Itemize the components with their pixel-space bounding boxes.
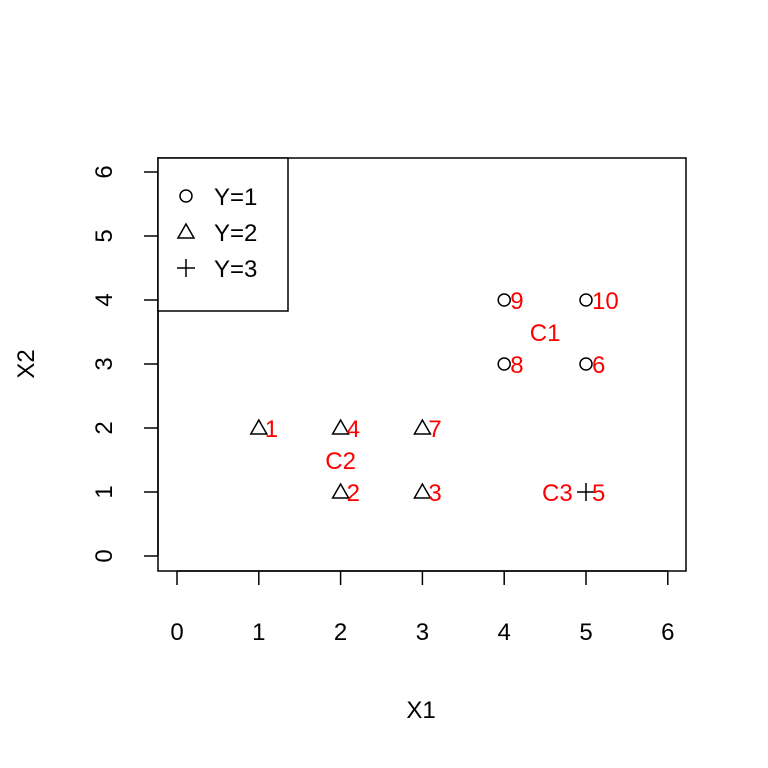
point-label: 8	[510, 352, 523, 379]
data-point-plus	[577, 483, 595, 501]
point-label: 9	[510, 288, 523, 315]
y-tick-label: 0	[91, 549, 118, 562]
x-tick-label: 6	[661, 619, 674, 646]
y-tick-label: 2	[91, 421, 118, 434]
legend-label: Y=1	[214, 184, 257, 211]
x-axis: 0 1 2 3 4 5 6	[170, 570, 674, 646]
point-label: 7	[428, 416, 441, 443]
data-point-circle	[497, 357, 511, 371]
x-tick-label: 0	[170, 619, 183, 646]
point-label: 1	[265, 416, 278, 443]
point-label: 3	[428, 480, 441, 507]
y-tick-label: 4	[91, 293, 118, 306]
data-point-triangle	[413, 418, 432, 435]
data-point-triangle	[249, 418, 269, 435]
data-point-circle	[497, 293, 511, 307]
x-axis-title: X1	[406, 697, 435, 724]
y-tick-label: 5	[91, 229, 118, 242]
x-tick-label: 3	[416, 619, 429, 646]
point-label: 2	[347, 480, 360, 507]
y-tick-label: 1	[91, 485, 118, 498]
data-point-triangle	[331, 418, 350, 435]
x-tick-label: 4	[498, 619, 511, 646]
cluster-annotation: C1	[530, 320, 561, 347]
data-point-circle	[579, 293, 593, 307]
x-tick-label: 1	[252, 619, 265, 646]
cluster-annotation: C3	[542, 480, 573, 507]
data-point-circle	[579, 357, 593, 371]
legend: Y=1Y=2Y=3	[157, 157, 289, 312]
legend-label: Y=3	[214, 256, 257, 283]
point-label: 4	[347, 416, 360, 443]
y-axis-title: X2	[13, 349, 40, 378]
y-tick-label: 3	[91, 357, 118, 370]
point-label: 5	[592, 480, 605, 507]
cluster-annotation: C2	[325, 448, 356, 475]
data-point-triangle	[413, 482, 432, 499]
y-axis: 0 1 2 3 4 5 6	[91, 165, 159, 563]
point-label: 6	[592, 352, 605, 379]
legend-marker-triangle	[176, 222, 196, 239]
point-label: 10	[592, 288, 619, 315]
legend-label: Y=2	[214, 220, 257, 247]
points-layer	[249, 293, 595, 501]
x-tick-label: 5	[579, 619, 592, 646]
data-point-triangle	[331, 482, 350, 499]
x-tick-label: 2	[334, 619, 347, 646]
point-labels-layer: 1 2 3 4 5 6 7 8 9 10	[265, 288, 619, 507]
legend-marker-plus	[177, 259, 195, 277]
legend-marker-circle	[179, 189, 193, 203]
y-tick-label: 6	[91, 165, 118, 178]
